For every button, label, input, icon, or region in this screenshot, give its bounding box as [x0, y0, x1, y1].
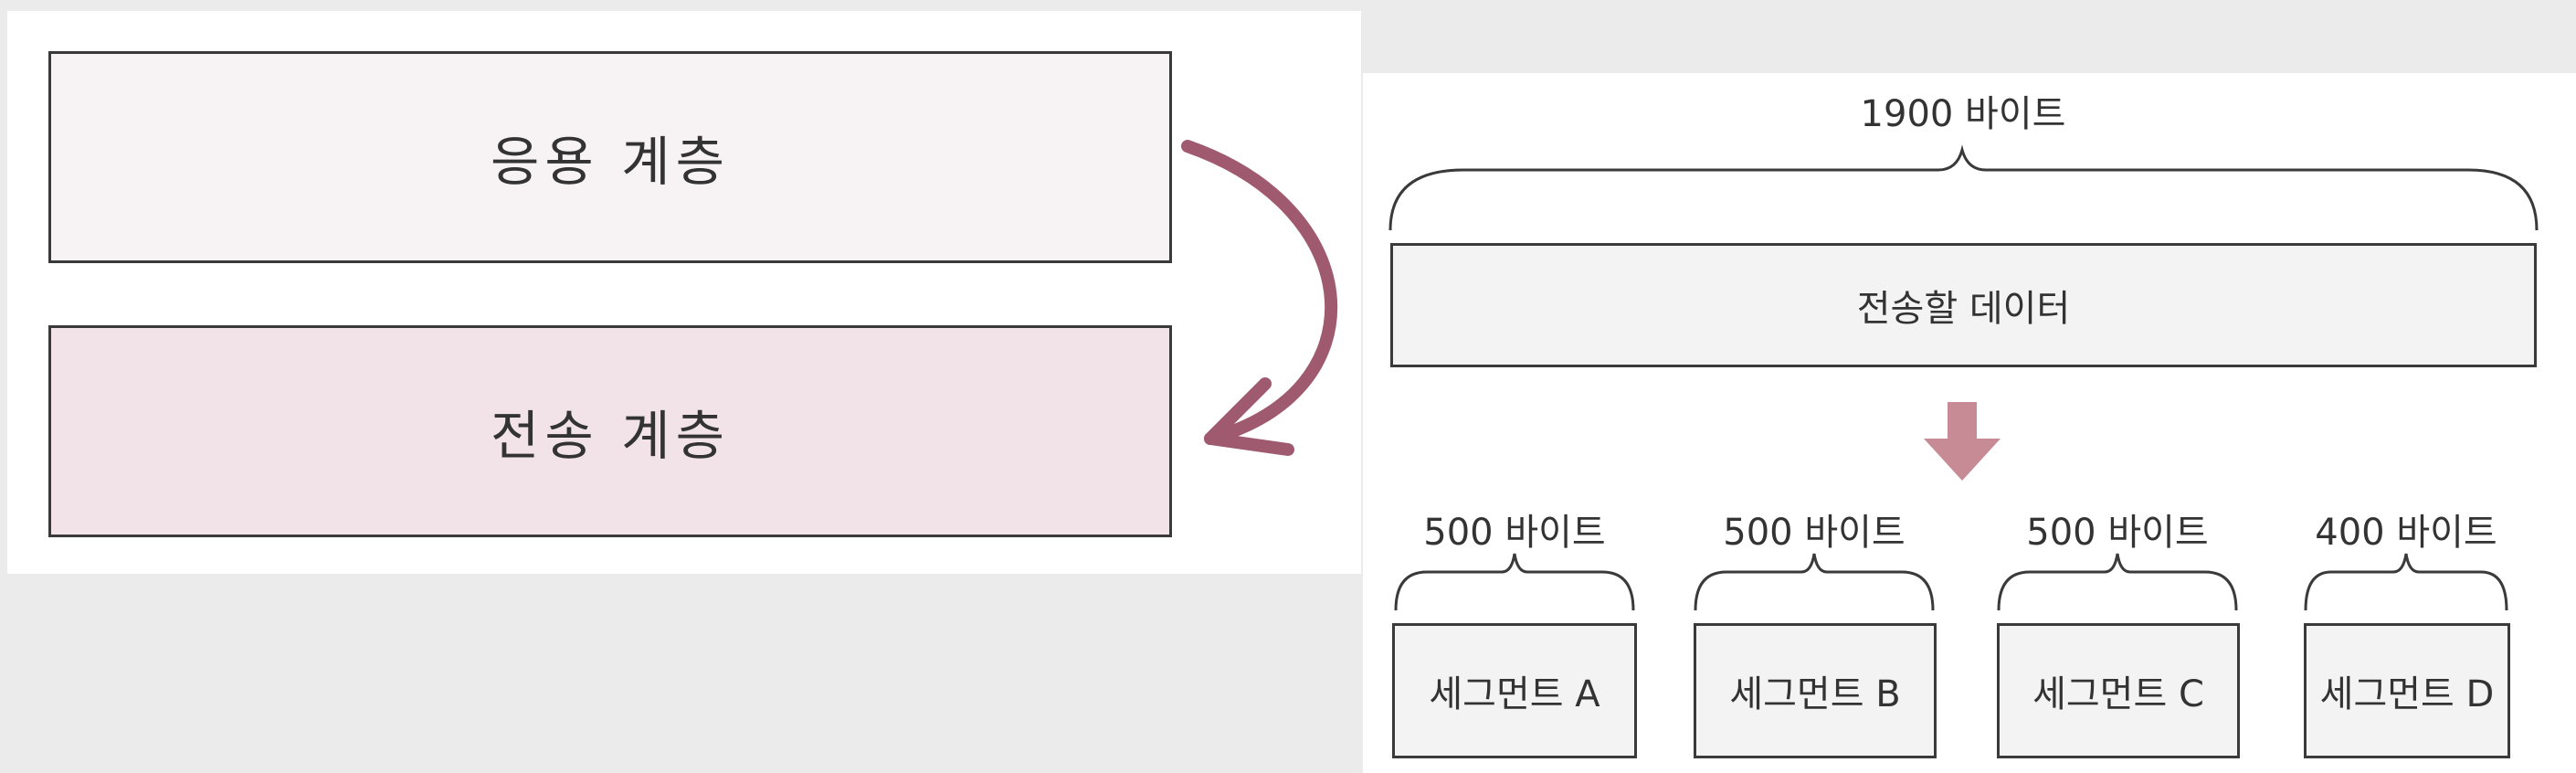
down-arrow-icon [1924, 402, 2001, 481]
transport-layer-box: 전송 계층 [48, 325, 1172, 537]
application-layer-label: 응용 계층 [491, 131, 730, 193]
segment-d-brace-icon [2304, 553, 2508, 611]
segment-b-label: 세그먼트 B [1729, 673, 1901, 715]
segment-a-brace-icon [1394, 553, 1635, 611]
application-layer-box: 응용 계층 [48, 51, 1172, 263]
segment-c-brace-icon [1997, 553, 2238, 611]
segment-d-box: 세그먼트 D [2304, 623, 2510, 758]
total-brace-icon [1388, 144, 2539, 231]
total-size-label: 1900 바이트 [1860, 93, 2066, 135]
segment-c-label: 세그먼트 C [2032, 673, 2204, 715]
segment-b-box: 세그먼트 B [1694, 623, 1937, 758]
segmentation-diagram-panel: 1900 바이트 전송할 데이터 500 바이트 500 바이트 500 바이트… [1363, 73, 2576, 773]
segment-d-size-label: 400 바이트 [2315, 512, 2497, 554]
segment-a-label: 세그먼트 A [1429, 673, 1600, 715]
segment-d-label: 세그먼트 D [2319, 673, 2495, 715]
segment-c-size-label: 500 바이트 [2026, 512, 2209, 554]
segment-a-box: 세그먼트 A [1392, 623, 1637, 758]
transport-layer-label: 전송 계층 [491, 405, 730, 467]
layer-diagram-panel: 응용 계층 전송 계층 [7, 11, 1361, 574]
data-to-send-label: 전송할 데이터 [1856, 288, 2071, 330]
data-to-send-box: 전송할 데이터 [1390, 243, 2537, 367]
braces-layer [1388, 144, 2539, 611]
segment-b-brace-icon [1694, 553, 1935, 611]
segment-a-size-label: 500 바이트 [1423, 512, 1606, 554]
segment-b-size-label: 500 바이트 [1723, 512, 1906, 554]
segment-c-box: 세그먼트 C [1997, 623, 2240, 758]
